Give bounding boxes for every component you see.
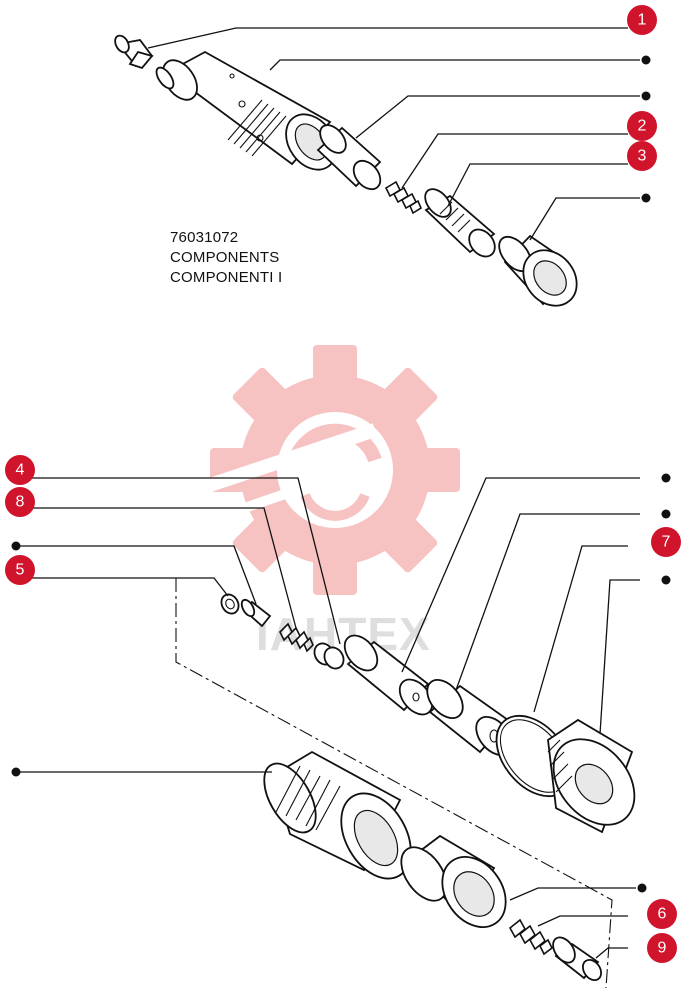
callout-4: 4 (5, 455, 35, 485)
callout-label: 6 (658, 906, 667, 923)
components-label-it: COMPONENTI I (170, 269, 283, 286)
lower-leader-lines (20, 477, 640, 959)
lower-spring-part (508, 918, 554, 956)
sleeve-part (316, 124, 382, 191)
callout-label: 9 (658, 940, 667, 957)
callout-3: 3 (627, 141, 657, 171)
callout-7: 7 (651, 527, 681, 557)
pin-part (114, 34, 154, 70)
callout-label: 2 (638, 118, 647, 135)
callout-1: 1 (627, 5, 657, 35)
threaded-nut-part (263, 750, 412, 880)
callout-5: 5 (5, 555, 35, 585)
piston-part (424, 188, 496, 258)
components-label-en: COMPONENTS (170, 249, 280, 266)
callout-label: 3 (638, 148, 647, 165)
callout-2: 2 (627, 111, 657, 141)
bullet-dots (11, 55, 671, 893)
bushing-part (400, 834, 507, 928)
part-number: 76031072 (170, 229, 239, 246)
callout-label: 7 (662, 534, 671, 551)
small-screw-part (240, 598, 272, 628)
watermark-gear-logo: IAHTEX (192, 345, 460, 660)
callout-label: 8 (16, 494, 25, 511)
cap-part (498, 234, 578, 307)
callout-8: 8 (5, 487, 35, 517)
part-code-label: 76031072 COMPONENTS COMPONENTI I (170, 228, 282, 288)
watermark-text: IAHTEX (256, 608, 431, 660)
lower-assembly (11, 55, 671, 989)
callout-label: 1 (638, 12, 647, 29)
callout-label: 5 (16, 562, 25, 579)
hex-nut-part (547, 718, 636, 834)
callout-label: 4 (16, 462, 25, 479)
tube-body-part (155, 50, 337, 171)
washer-part (220, 593, 240, 615)
valve-cylinder-part (343, 634, 434, 716)
callout-9: 9 (647, 933, 677, 963)
spring-part (384, 180, 423, 215)
callout-6: 6 (647, 899, 677, 929)
plug-part (552, 936, 602, 982)
small-spring-part (279, 622, 314, 653)
ball-part (313, 642, 345, 670)
upper-leader-lines (147, 27, 640, 241)
upper-assembly (114, 27, 640, 307)
center-axis-line (175, 578, 613, 989)
